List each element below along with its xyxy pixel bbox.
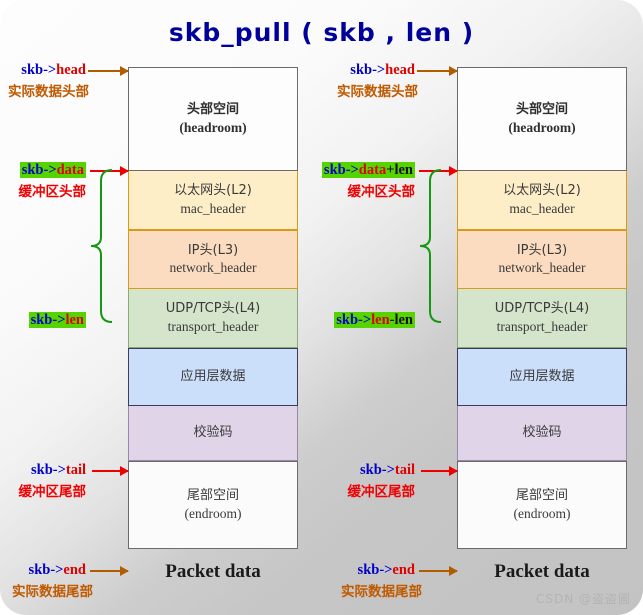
- packet-stack-left: 头部空间 (headroom) 以太网头(L2) mac_header IP头(…: [128, 67, 298, 583]
- segment-app-data: 应用层数据: [128, 348, 298, 406]
- segment-label-cn: 尾部空间: [186, 488, 239, 504]
- segment-label-en: transport_header: [167, 318, 259, 334]
- packet-data-caption-left: Packet data: [165, 561, 261, 582]
- segment-label-en: transport_header: [496, 318, 588, 334]
- pointer-code: skb->head: [21, 62, 86, 78]
- segment-mac-header: 以太网头(L2) mac_header: [457, 171, 627, 230]
- pointer-label-data-left: skb->data 缓冲区头部: [8, 161, 86, 200]
- arrow-tail-left: [92, 466, 129, 476]
- segment-label-en: mac_header: [180, 200, 246, 216]
- pointer-label-head-right: skb->head 实际数据头部: [337, 61, 418, 100]
- segment-label-cn: IP头(L3): [187, 242, 239, 258]
- pointer-label-tail-left: skb->tail 缓冲区尾部: [12, 461, 87, 500]
- pointer-label-cn: 缓冲区头部: [18, 184, 87, 200]
- pointer-label-len-left: skb->len: [22, 311, 86, 329]
- segment-label-cn: 校验码: [193, 425, 233, 441]
- segment-network-header: IP头(L3) network_header: [457, 230, 627, 289]
- pointer-code: skb->tail: [359, 462, 415, 478]
- pointer-label-cn: 缓冲区头部: [347, 184, 416, 200]
- pointer-code: skb->data+len: [321, 162, 415, 178]
- segment-checksum: 校验码: [457, 406, 627, 461]
- segment-label-cn: UDP/TCP头(L4): [494, 301, 590, 317]
- arrow-tail-right: [421, 466, 458, 476]
- segment-label-en: (endroom): [513, 505, 571, 521]
- segment-label-cn: 校验码: [522, 425, 562, 441]
- segment-label-cn: 应用层数据: [509, 369, 575, 385]
- segment-endroom: 尾部空间 (endroom): [128, 461, 298, 549]
- pointer-code: skb->tail: [30, 462, 86, 478]
- pointer-label-data-right: skb->data+len 缓冲区头部: [318, 161, 415, 200]
- segment-label-en: network_header: [498, 260, 586, 276]
- segment-transport-header: UDP/TCP头(L4) transport_header: [128, 289, 298, 348]
- segment-mac-header: 以太网头(L2) mac_header: [128, 171, 298, 230]
- pointer-label-len-right: skb->len-len: [322, 311, 415, 329]
- pointer-code: skb->len-len: [334, 312, 415, 328]
- brace-data-len-right: [411, 165, 443, 327]
- segment-headroom: 头部空间 (headroom): [128, 67, 298, 171]
- segment-checksum: 校验码: [128, 406, 298, 461]
- pointer-code: skb->data: [19, 162, 86, 178]
- page-title: skb_pull ( skb , len ): [168, 18, 475, 47]
- watermark: CSDN @盗盗圃: [535, 592, 631, 606]
- segment-label-cn: IP头(L3): [516, 242, 568, 258]
- segment-transport-header: UDP/TCP头(L4) transport_header: [457, 289, 627, 348]
- segment-label-cn: UDP/TCP头(L4): [165, 301, 261, 317]
- pointer-label-cn: 缓冲区尾部: [347, 484, 416, 500]
- segment-label-en: (endroom): [184, 505, 242, 521]
- pointer-code: skb->end: [28, 562, 86, 578]
- segment-headroom: 头部空间 (headroom): [457, 67, 627, 171]
- packet-stack-right: 头部空间 (headroom) 以太网头(L2) mac_header IP头(…: [457, 67, 627, 583]
- segment-label-cn: 应用层数据: [180, 369, 246, 385]
- pointer-code: skb->head: [350, 62, 415, 78]
- pointer-label-cn: 实际数据头部: [337, 84, 418, 100]
- segment-label-cn: 尾部空间: [515, 488, 568, 504]
- pointer-label-cn: 实际数据尾部: [12, 584, 93, 600]
- pointer-label-cn: 缓冲区尾部: [18, 484, 87, 500]
- arrow-end-left: [90, 566, 129, 576]
- segment-label-cn: 以太网头(L2): [503, 183, 581, 199]
- pointer-label-end-left: skb->end 实际数据尾部: [12, 561, 93, 600]
- pointer-label-head-left: skb->head 实际数据头部: [8, 61, 89, 100]
- segment-network-header: IP头(L3) network_header: [128, 230, 298, 289]
- pointer-code: skb->end: [357, 562, 415, 578]
- segment-app-data: 应用层数据: [457, 348, 627, 406]
- arrow-head-right: [417, 66, 458, 76]
- pointer-label-cn: 实际数据尾部: [341, 584, 422, 600]
- packet-data-caption-right: Packet data: [494, 561, 590, 582]
- segment-label-cn: 头部空间: [186, 102, 239, 118]
- arrow-head-left: [88, 66, 129, 76]
- segment-label-en: (headroom): [179, 119, 247, 135]
- segment-label-cn: 头部空间: [515, 102, 568, 118]
- pointer-label-tail-right: skb->tail 缓冲区尾部: [341, 461, 416, 500]
- arrow-end-right: [419, 566, 458, 576]
- brace-data-len-left: [82, 165, 114, 327]
- segment-label-en: network_header: [169, 260, 257, 276]
- segment-label-en: (headroom): [508, 119, 576, 135]
- segment-label-cn: 以太网头(L2): [174, 183, 252, 199]
- pointer-label-end-right: skb->end 实际数据尾部: [341, 561, 422, 600]
- pointer-code: skb->len: [28, 312, 86, 328]
- segment-endroom: 尾部空间 (endroom): [457, 461, 627, 549]
- segment-label-en: mac_header: [509, 200, 575, 216]
- pointer-label-cn: 实际数据头部: [8, 84, 89, 100]
